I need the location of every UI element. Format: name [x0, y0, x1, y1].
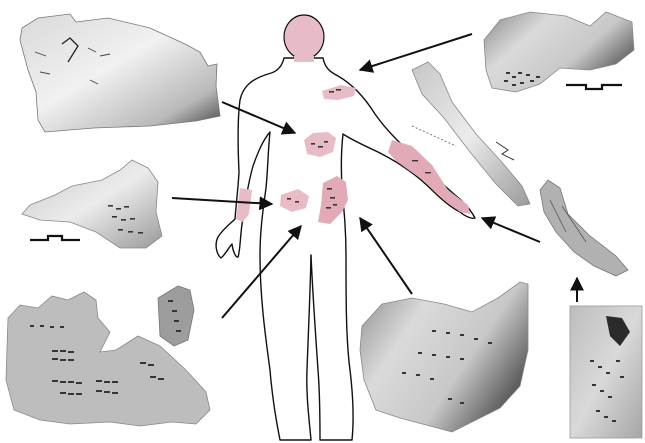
- arrow-scapula-to-shoulder: [360, 34, 472, 70]
- cut-marks-closeup-photo: [570, 306, 642, 438]
- bone-splinter-photo: [540, 180, 628, 276]
- rib-fragment-photo: [22, 160, 162, 248]
- arrow-pelvis-fragment-to-hip: [360, 218, 412, 294]
- neck-highlight: [294, 56, 314, 62]
- skull-fragment-photo: [20, 14, 220, 132]
- arrow-rib-to-pelvis: [172, 198, 272, 204]
- arrow-splinter-to-forearm: [482, 218, 540, 242]
- head-highlight: [284, 15, 324, 59]
- scapula-fragment-photo: [484, 12, 634, 92]
- forearm-region-highlight: [388, 140, 470, 214]
- rib-fragments-photo: [6, 286, 210, 426]
- pelvis-fragment-photo: [360, 282, 528, 432]
